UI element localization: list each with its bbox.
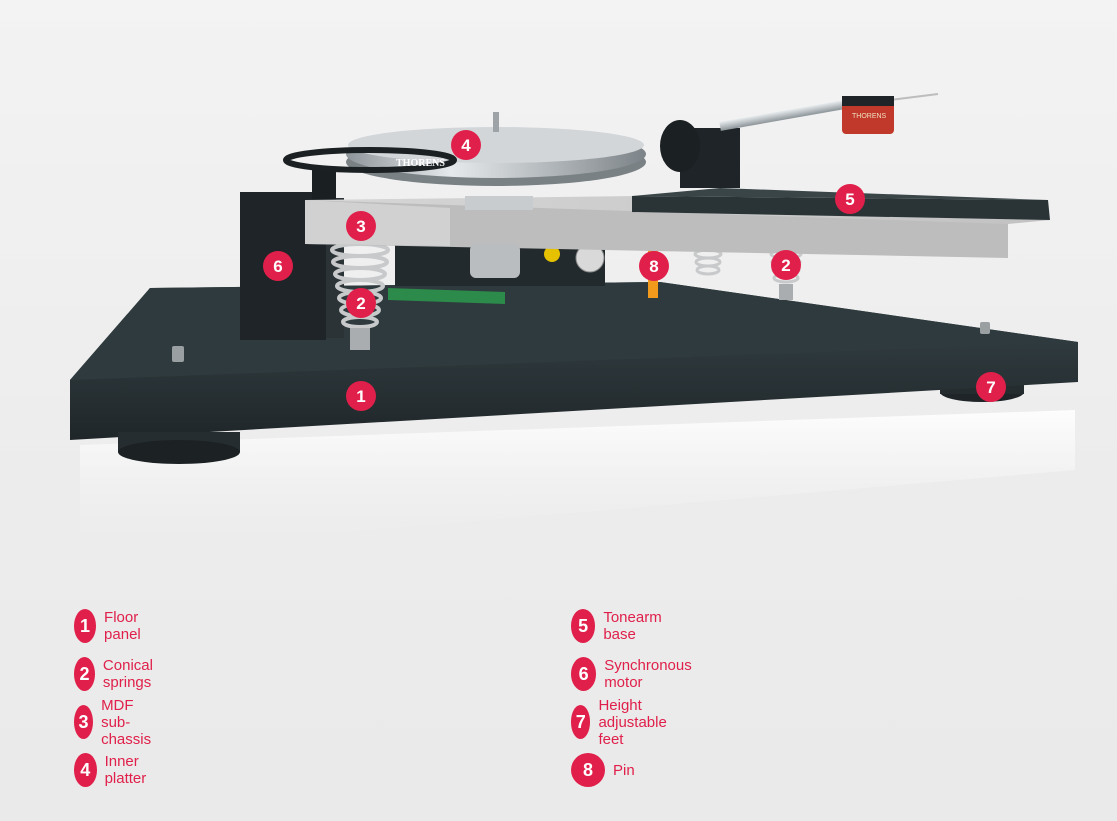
legend-label: Tonearm base [603, 609, 662, 643]
callout-circle [639, 251, 669, 281]
counterweight [660, 120, 700, 172]
platter-bearing [465, 196, 533, 210]
callout-circle [346, 381, 376, 411]
headshell-top [842, 96, 894, 106]
callout-number: 8 [649, 257, 658, 276]
turntable-illustration: THORENS THORENS 1 2 2 3 4 5 6 7 8 [70, 93, 1078, 555]
legend-label: Synchronous motor [604, 657, 692, 691]
legend-number-badge: 6 [571, 657, 597, 691]
callout-number: 7 [986, 378, 995, 397]
legend-item: 8 Pin [571, 752, 635, 788]
callout-6: 6 [263, 251, 293, 281]
deck-screw-left [172, 346, 184, 362]
legend-number-badge: 1 [74, 609, 97, 643]
callout-number: 5 [845, 190, 854, 209]
callout-8: 8 [639, 251, 669, 281]
legend-number-badge: 4 [74, 753, 97, 787]
legend-number-badge: 5 [571, 609, 596, 643]
drive-belt [283, 147, 457, 173]
foot-front-left [118, 440, 240, 464]
callout-markers: 1 2 2 3 4 5 6 7 8 [263, 130, 1006, 411]
circuit-board [388, 288, 505, 304]
callout-1: 1 [346, 381, 376, 411]
callout-circle [346, 288, 376, 318]
floor-reflection [80, 410, 1075, 555]
legend-label: Conical springs [102, 657, 153, 691]
callout-2: 2 [771, 250, 801, 280]
sub-chassis-edge [305, 200, 450, 246]
callout-circle [346, 211, 376, 241]
legend-label: Height adjustable feet [598, 696, 667, 748]
callout-4: 4 [451, 130, 481, 160]
motor-shaft [312, 170, 336, 200]
callout-circle [263, 251, 293, 281]
legend-label: Inner platter [104, 753, 147, 787]
spring-right-base [779, 284, 793, 300]
spring-left-base [350, 328, 370, 350]
callout-circle [835, 184, 865, 214]
legend-number-badge: 2 [74, 657, 95, 691]
rca-socket [544, 246, 560, 262]
brand-label: THORENS [396, 158, 445, 169]
platter-top [348, 127, 644, 163]
callout-number: 2 [781, 256, 790, 275]
callout-circle [771, 250, 801, 280]
bearing-housing [470, 244, 520, 278]
callout-circle [976, 372, 1006, 402]
callout-number: 6 [273, 257, 282, 276]
spindle [493, 112, 499, 132]
legend-label: MDF sub-chassis [101, 696, 152, 748]
cartridge-wire [889, 93, 939, 101]
tonearm-tube [719, 96, 869, 131]
legend-number-badge: 3 [74, 705, 94, 739]
callout-3: 3 [346, 211, 376, 241]
callout-number: 1 [356, 387, 365, 406]
cartridge-label: THORENS [852, 113, 887, 120]
callout-number: 4 [461, 136, 471, 155]
callout-5: 5 [835, 184, 865, 214]
legend-number-badge: 8 [571, 753, 605, 787]
callout-2: 2 [346, 288, 376, 318]
callout-number: 3 [356, 217, 365, 236]
legend-label: Floor panel [104, 609, 141, 643]
callout-circle [451, 130, 481, 160]
deck-screw-right [980, 322, 990, 334]
callout-number: 2 [356, 294, 365, 313]
callout-7: 7 [976, 372, 1006, 402]
legend-number-badge: 7 [571, 705, 591, 739]
sub-chassis-front [305, 200, 1008, 258]
floor-panel-front [70, 342, 1078, 440]
legend-label: Pin [613, 761, 635, 779]
